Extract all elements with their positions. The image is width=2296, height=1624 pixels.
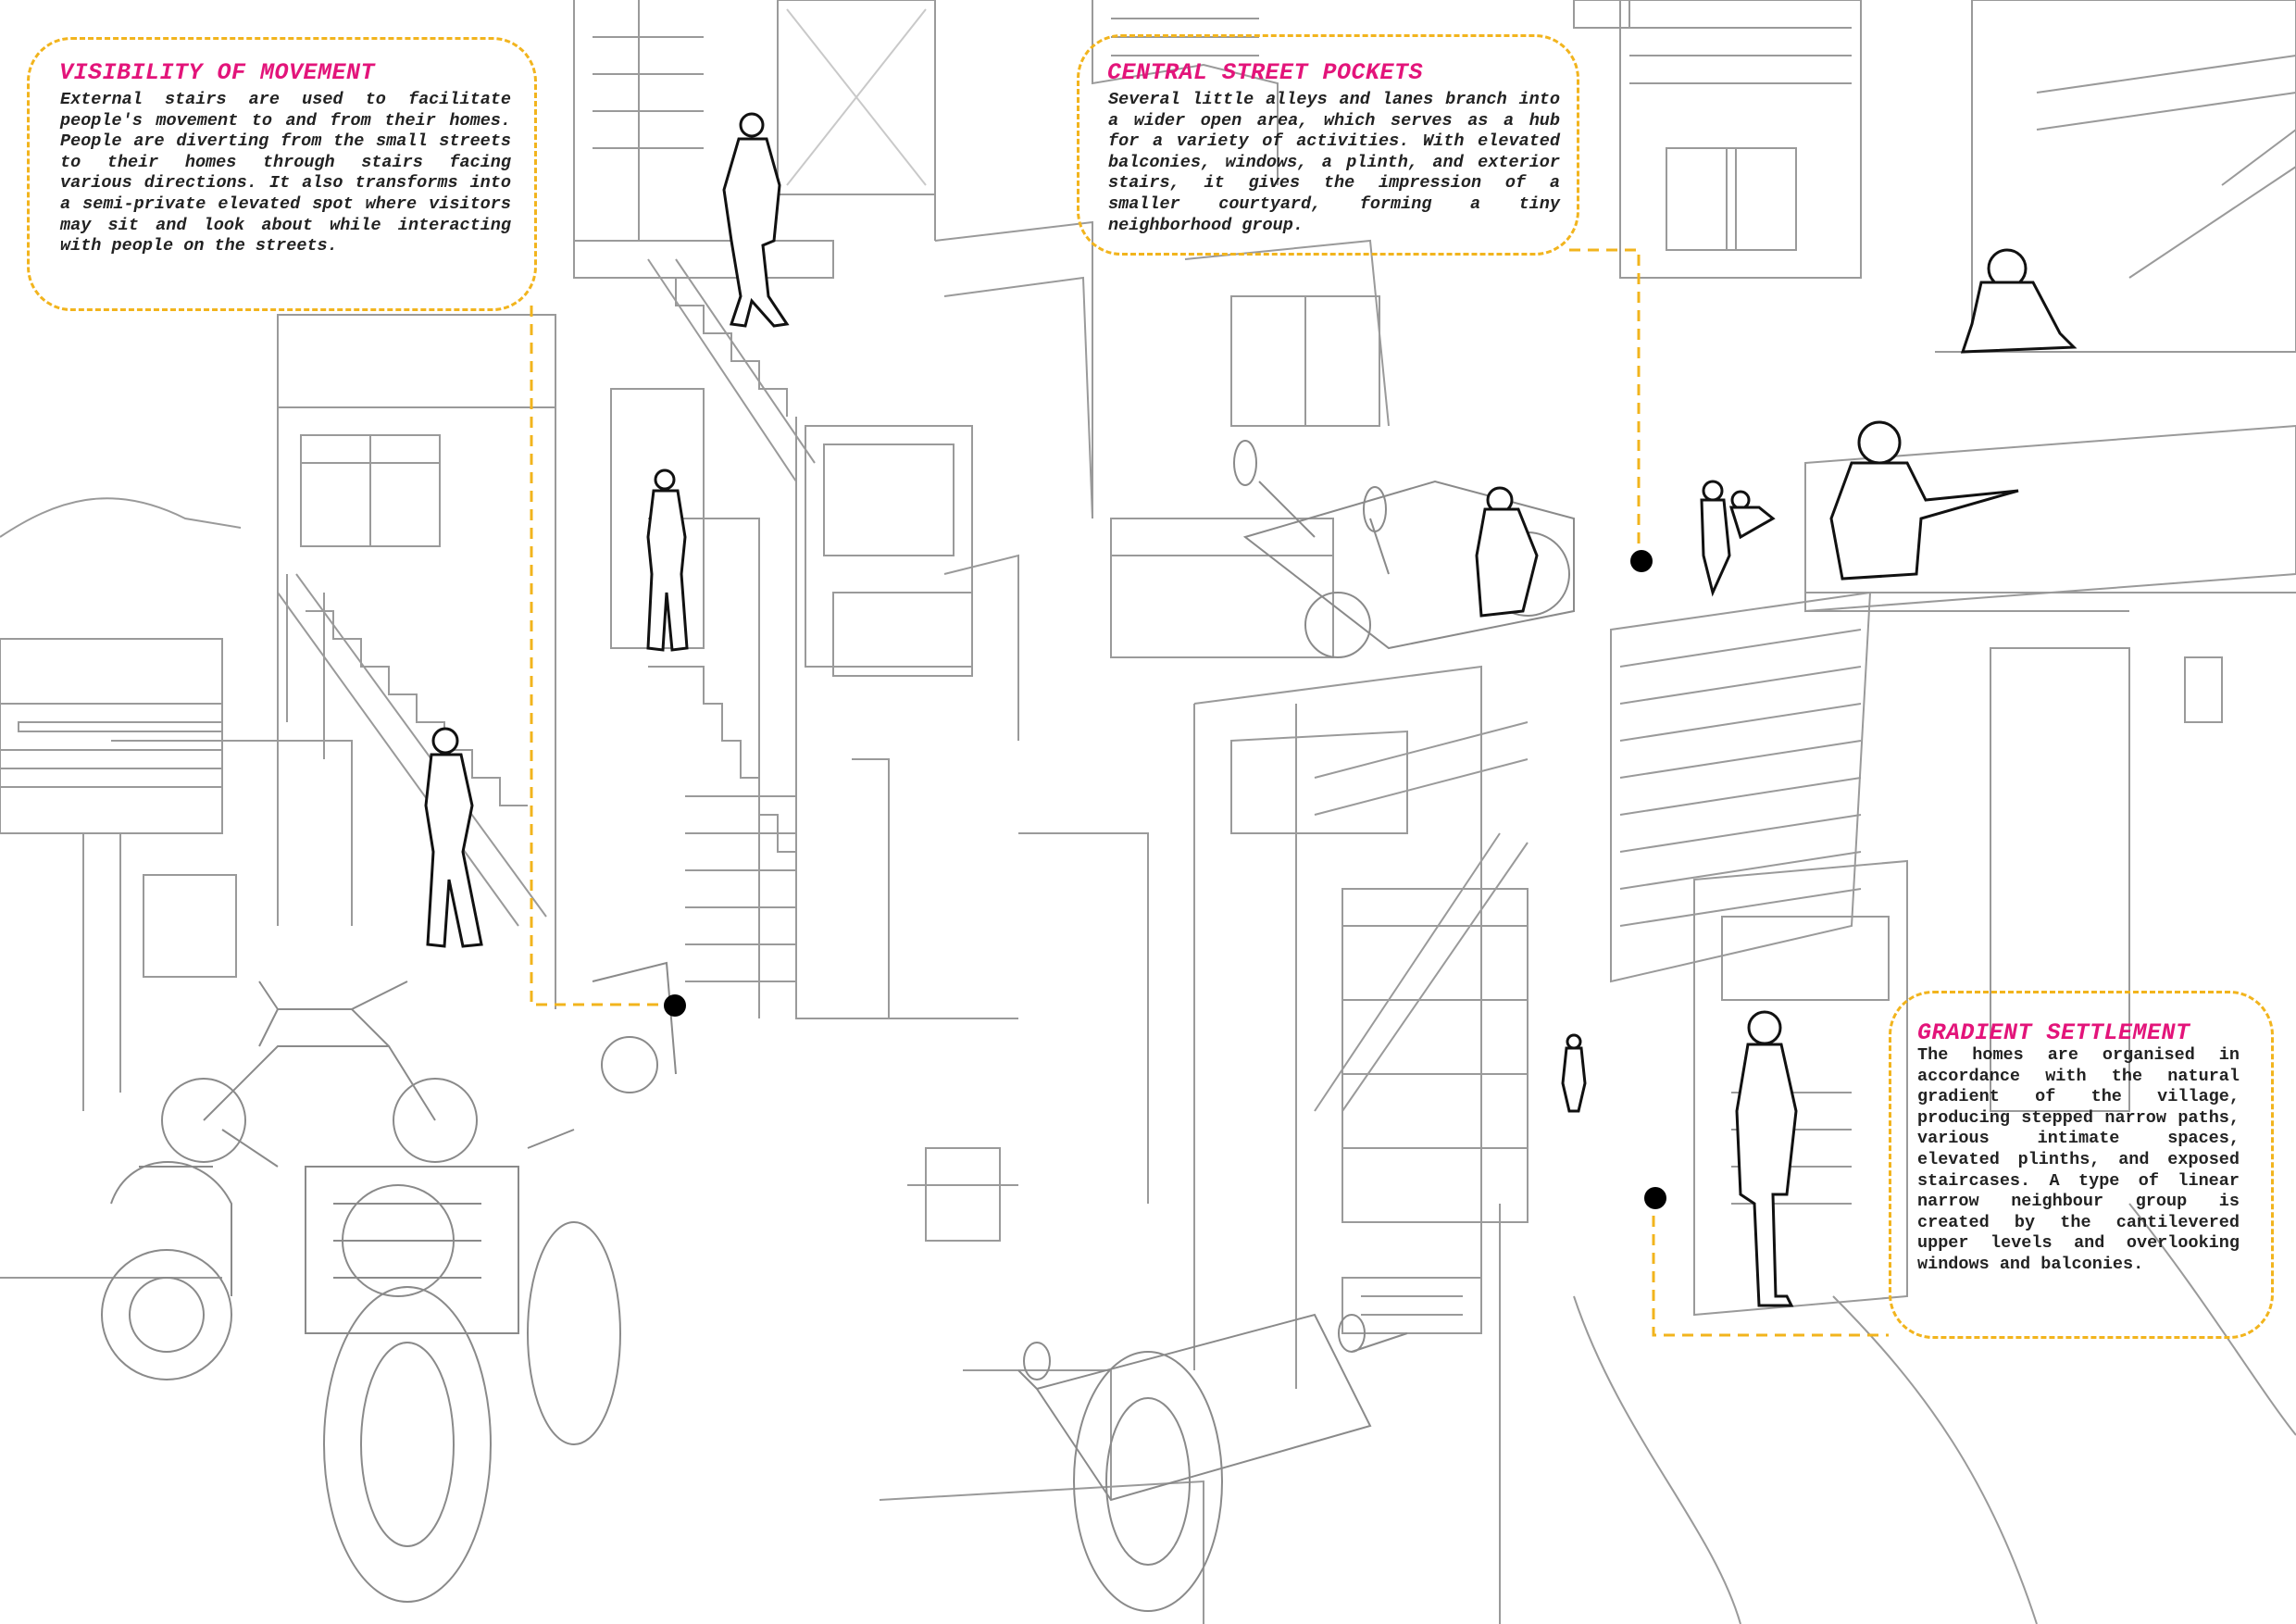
leader-gradient [1652,1197,1889,1337]
person-balcony-top-right [1960,248,2078,354]
person-far-alley [1561,1033,1587,1113]
callout-body: The homes are organised in accordance wi… [1917,1045,2240,1274]
leader-lines [530,248,1889,1337]
marker-dot-gradient [1644,1187,1666,1209]
callout-body: External stairs are used to facilitate p… [60,90,511,256]
marker-dot-pockets [1630,550,1653,572]
leader-pockets [1569,248,1641,560]
motorcycle-left-front [101,1161,232,1380]
callout-title: VISIBILITY OF MOVEMENT [59,59,376,86]
person-woman-center [1475,486,1539,618]
callout-gradient-settlement: GRADIENT SETTLEMENT The homes are organi… [1889,991,2274,1339]
motorcycle-near-stairs [592,961,677,1093]
marker-dots [664,550,1666,1209]
motorcycle-illustrations [101,440,1575,1612]
person-mid-stairs [646,468,689,652]
callout-title: GRADIENT SETTLEMENT [1917,1019,2190,1046]
person-child-sitting [1700,480,1776,597]
callout-central-street-pockets: CENTRAL STREET POCKETS Several little al… [1077,34,1579,256]
motorcycle-center-left [221,1129,621,1603]
person-top-stairs [722,112,790,328]
people-figures [424,112,2078,1307]
person-left-stairs [424,727,483,948]
motorcycle-bottom-center [1017,1313,1408,1612]
marker-dot-movement [664,994,686,1017]
motorcycle-left-back [161,981,478,1163]
leader-movement [530,306,674,1006]
callout-body: Several little alleys and lanes branch i… [1108,90,1560,235]
callout-title: CENTRAL STREET POCKETS [1107,59,1424,86]
person-seated-right [1829,420,2019,581]
callout-visibility-of-movement: VISIBILITY OF MOVEMENT External stairs a… [27,37,537,311]
person-boy-right [1735,1010,1798,1307]
